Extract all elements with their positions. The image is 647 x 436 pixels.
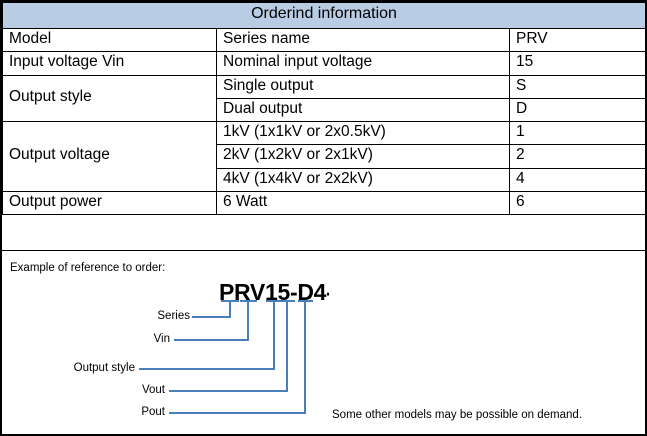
param-cell: Output style (2, 74, 217, 123)
code-cell: 2 (508, 144, 645, 169)
code-cell: 15 (508, 51, 645, 76)
footer-note: Some other models may be possible on dem… (332, 409, 582, 421)
table-row: Dual output D (3, 97, 645, 123)
description-cell: Single output (216, 74, 510, 99)
table-row: Input voltage Vin Nominal input voltage … (2, 51, 645, 76)
table-row: Output voltage 1kV (1x1kV or 2x0.5kV) 1 (2, 121, 645, 192)
description-cell: 1kV (1x1kV or 2x0.5kV) (216, 121, 510, 146)
leader-output-style (139, 301, 275, 370)
description-cell: Series name (216, 27, 510, 53)
leader-series (192, 301, 231, 318)
leader-label-pout: Pout (141, 406, 165, 418)
param-cell: Output power (2, 190, 217, 216)
table-body: Model Series name PRV Input voltage Vin … (2, 27, 645, 216)
code-cell: S (508, 74, 645, 99)
code-cell: 1 (508, 121, 645, 146)
example-caption: Example of reference to order: (10, 262, 166, 274)
description-cell: 6 Watt (216, 190, 510, 216)
ordering-information-table: Orderind information Model Series name P… (2, 2, 645, 216)
description-cell: 2kV (1x2kV or 2x1kV) (216, 144, 510, 169)
leader-label-vin: Vin (153, 333, 170, 345)
description-cell: 4kV (1x4kV or 2x2kV) (216, 167, 510, 192)
code-cell: PRV (508, 27, 645, 53)
leader-vout (169, 301, 288, 392)
table-title: Orderind information (2, 2, 645, 29)
code-cell: 4 (508, 167, 645, 192)
description-cell: Dual output (216, 97, 510, 123)
leader-vin (174, 301, 249, 341)
description-cell: Nominal input voltage (216, 51, 510, 76)
leader-label-output-style: Output style (73, 362, 135, 374)
param-cell: Input voltage Vin (2, 51, 217, 76)
param-cell: Output voltage (2, 121, 217, 192)
table-row: 4kV (1x4kV or 2x2kV) 4 (3, 167, 645, 192)
leader-lines-group (139, 300, 313, 414)
table-title-row: Orderind information (2, 2, 645, 29)
leader-pout (169, 301, 306, 414)
code-cell: D (508, 97, 645, 123)
leader-label-vout: Vout (141, 384, 165, 396)
leader-label-series: Series (157, 310, 190, 322)
order-code-breakdown-diagram: Example of reference to order: PRV15-D4-… (2, 250, 645, 434)
param-cell: Model (2, 27, 217, 53)
table-row: Output style Single output S (2, 74, 645, 123)
table-row: Output power 6 Watt 6 (2, 190, 645, 216)
table-row: Model Series name PRV (2, 27, 645, 53)
code-cell: 6 (508, 190, 645, 216)
